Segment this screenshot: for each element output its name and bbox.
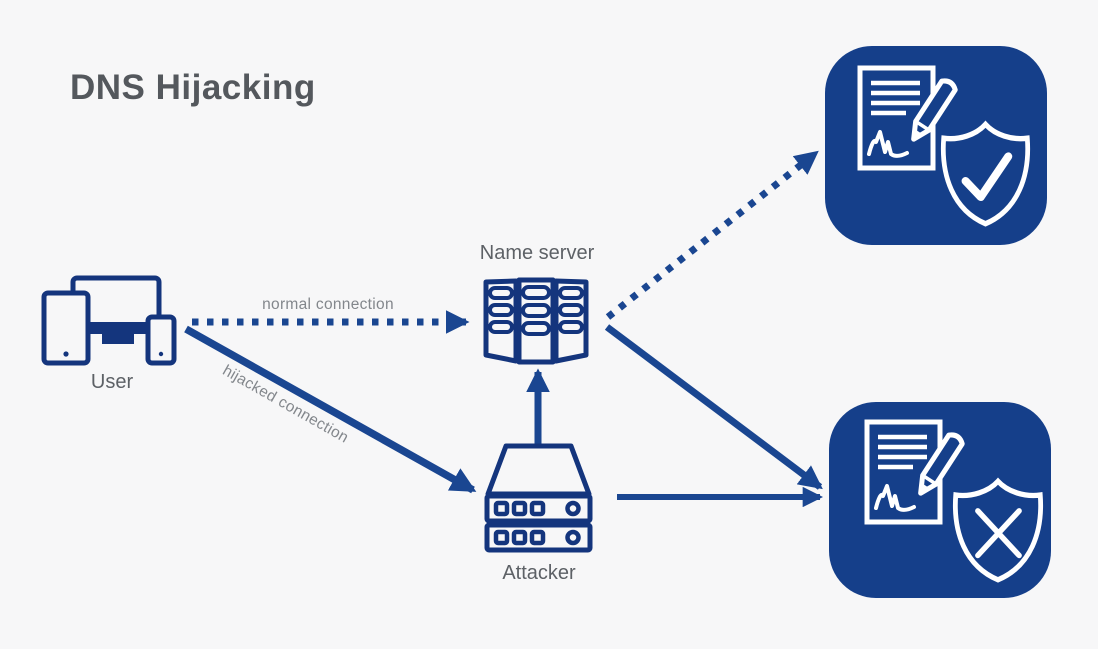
name-server-label: Name server [479,242,595,264]
fake-result-card [829,402,1051,598]
normal-connection-label: normal connection [262,296,394,313]
devices-icon [41,275,177,366]
check-mark [966,156,1009,197]
signed-document-shield-cross-icon [867,422,1041,580]
user-label: User [90,371,134,393]
diagram-title: DNS Hijacking [70,68,316,107]
cross-mark [978,511,1019,556]
name-server-to-legitimate-arrow [605,150,819,320]
attacker-server-icon [484,443,593,553]
name-server-icon [483,277,589,365]
legitimate-result-card [825,46,1047,245]
name-server-to-fake-arrow [604,324,823,490]
hijacked-connection-arrow [184,325,477,494]
attacker-label: Attacker [502,562,576,584]
signed-document-shield-check-icon [860,68,1028,224]
